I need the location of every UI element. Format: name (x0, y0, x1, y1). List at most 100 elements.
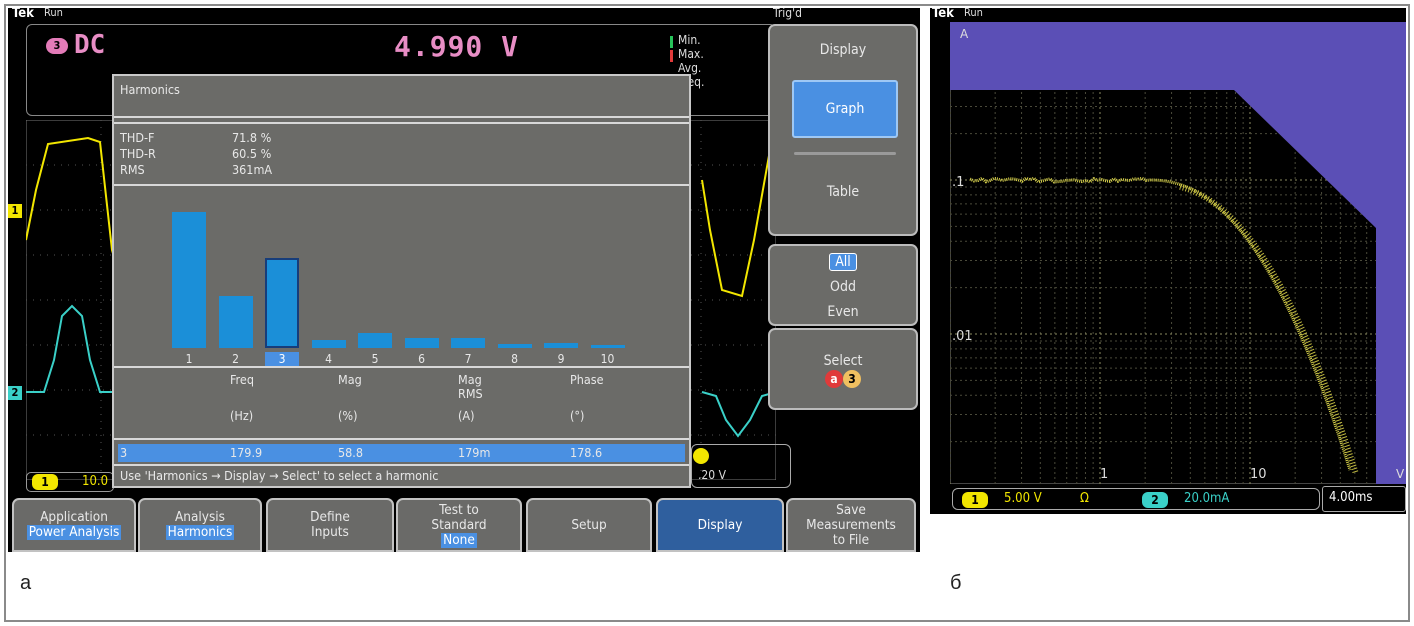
scope-screen-a: Tek Run Trig'd 3 DC 4.990 V Min. Max. Av… (8, 8, 920, 552)
define-inputs-button[interactable]: Define Inputs (266, 498, 394, 552)
button-value: None (441, 533, 477, 548)
divider (114, 366, 689, 368)
filter-odd[interactable]: Odd (770, 275, 916, 300)
button-label: Analysis (175, 510, 225, 525)
divider (114, 122, 689, 124)
harmonic-label: 2 (219, 352, 253, 366)
table-button[interactable]: Table (770, 184, 916, 200)
bottom-menu: Application Power Analysis Analysis Harm… (8, 496, 920, 552)
filter-all[interactable]: All (829, 253, 857, 271)
caption-a: а (20, 572, 31, 595)
harmonic-bar[interactable] (498, 344, 532, 348)
harmonic-label: 7 (451, 352, 485, 366)
divider (114, 116, 689, 118)
select-label: Select (770, 352, 916, 370)
button-label: to File (833, 533, 869, 548)
y-tick-001: .01 (952, 329, 973, 344)
knob-a-icon: a (825, 370, 843, 388)
scope-screen-b: Tek Run A .1 .01 1 10 V 1 5.00 V Ω 2 20.… (930, 8, 1406, 514)
selected-harmonic-badge: 3 (843, 370, 861, 388)
col-mag-rms: Mag (458, 372, 482, 387)
x-tick-1: 1 (1100, 467, 1108, 482)
harmonic-bar[interactable] (451, 338, 485, 348)
col-freq: Freq (230, 372, 254, 387)
graph-button[interactable]: Graph (792, 80, 898, 138)
button-label: Standard (431, 518, 486, 533)
caption-b: б (950, 572, 961, 595)
stat-max: Max. (678, 48, 704, 61)
button-value: Harmonics (166, 525, 235, 540)
row-harmonic: 3 (120, 445, 127, 460)
display-mode-group: Display Graph Table (768, 24, 918, 236)
trigger-source-icon (693, 448, 709, 464)
ch1-tag[interactable]: 1 (962, 492, 988, 508)
harmonic-bar[interactable] (172, 212, 206, 348)
harmonic-bar[interactable] (219, 296, 253, 348)
col-mag-rms-2: RMS (458, 386, 483, 401)
filter-even[interactable]: Even (770, 300, 916, 325)
application-button[interactable]: Application Power Analysis (12, 498, 136, 552)
thd-r-label: THD-R (120, 146, 156, 161)
save-measurements-button[interactable]: Save Measurements to File (786, 498, 916, 552)
ch2-tag[interactable]: 2 (1142, 492, 1168, 508)
side-menu-title: Display (770, 42, 916, 58)
ch2-scale: 20.0mA (1184, 491, 1229, 506)
display-button[interactable]: Display (656, 498, 784, 552)
col-mag: Mag (338, 372, 362, 387)
brand-logo: Tek (12, 8, 34, 21)
divider (114, 184, 689, 186)
trigger-level: .20 V (698, 468, 726, 482)
ch2-marker[interactable]: 2 (8, 386, 22, 400)
unit-mag: (%) (338, 408, 357, 423)
unit-phase: (°) (570, 408, 584, 423)
test-to-standard-button[interactable]: Test to Standard None (396, 498, 522, 552)
ch1-marker[interactable]: 1 (8, 204, 22, 218)
brand-logo: Tek (932, 8, 954, 21)
harmonic-label: 5 (358, 352, 392, 366)
row-phase: 178.6 (570, 445, 602, 460)
select-button[interactable]: Select a3 (768, 328, 918, 410)
divider (114, 438, 689, 440)
xy-log-plot: A .1 .01 1 10 V (950, 22, 1406, 484)
thd-r-value: 60.5 % (232, 146, 271, 161)
divider (794, 152, 896, 155)
ch1-scale: 10.0 (82, 474, 108, 489)
side-menu: Display Graph Table All Odd Even Select … (768, 24, 918, 402)
setup-button[interactable]: Setup (526, 498, 652, 552)
ohm-icon: Ω (1080, 491, 1089, 506)
ch1-scale: 5.00 V (1004, 491, 1042, 506)
divider (114, 464, 689, 466)
min-flag-icon (670, 36, 673, 48)
harmonic-bar[interactable] (591, 345, 625, 348)
rms-label: RMS (120, 162, 145, 177)
harmonic-label: 4 (312, 352, 346, 366)
harmonic-bar[interactable] (405, 338, 439, 348)
harmonic-bar[interactable] (312, 340, 346, 348)
button-label: Save (836, 503, 866, 518)
button-label: Setup (571, 518, 606, 533)
harmonic-bar[interactable] (358, 333, 392, 348)
harmonic-bar[interactable] (265, 258, 299, 348)
harmonic-bar[interactable] (544, 343, 578, 348)
col-phase: Phase (570, 372, 604, 387)
harmonic-label: 9 (544, 352, 578, 366)
harmonic-label: 1 (172, 352, 206, 366)
run-status: Run (44, 8, 63, 19)
x-unit-label: V (1396, 467, 1405, 481)
y-tick-01: .1 (952, 175, 964, 190)
button-label: Inputs (311, 525, 349, 540)
thd-f-value: 71.8 % (232, 130, 271, 145)
analysis-button[interactable]: Analysis Harmonics (138, 498, 262, 552)
harmonics-dialog: Harmonics THD-F 71.8 % THD-R 60.5 % RMS … (112, 74, 691, 488)
run-status: Run (964, 8, 983, 19)
unit-freq: (Hz) (230, 408, 253, 423)
ch1-tag[interactable]: 1 (32, 474, 58, 490)
button-label: Define (310, 510, 350, 525)
timebase[interactable]: 4.00ms (1322, 486, 1406, 512)
y-unit-label: A (960, 27, 969, 41)
harmonic-label: 3 (265, 352, 299, 366)
harmonic-filter-group: All Odd Even (768, 244, 918, 326)
stat-min: Min. (678, 34, 701, 47)
dialog-title: Harmonics (120, 82, 180, 97)
thd-f-label: THD-F (120, 130, 155, 145)
